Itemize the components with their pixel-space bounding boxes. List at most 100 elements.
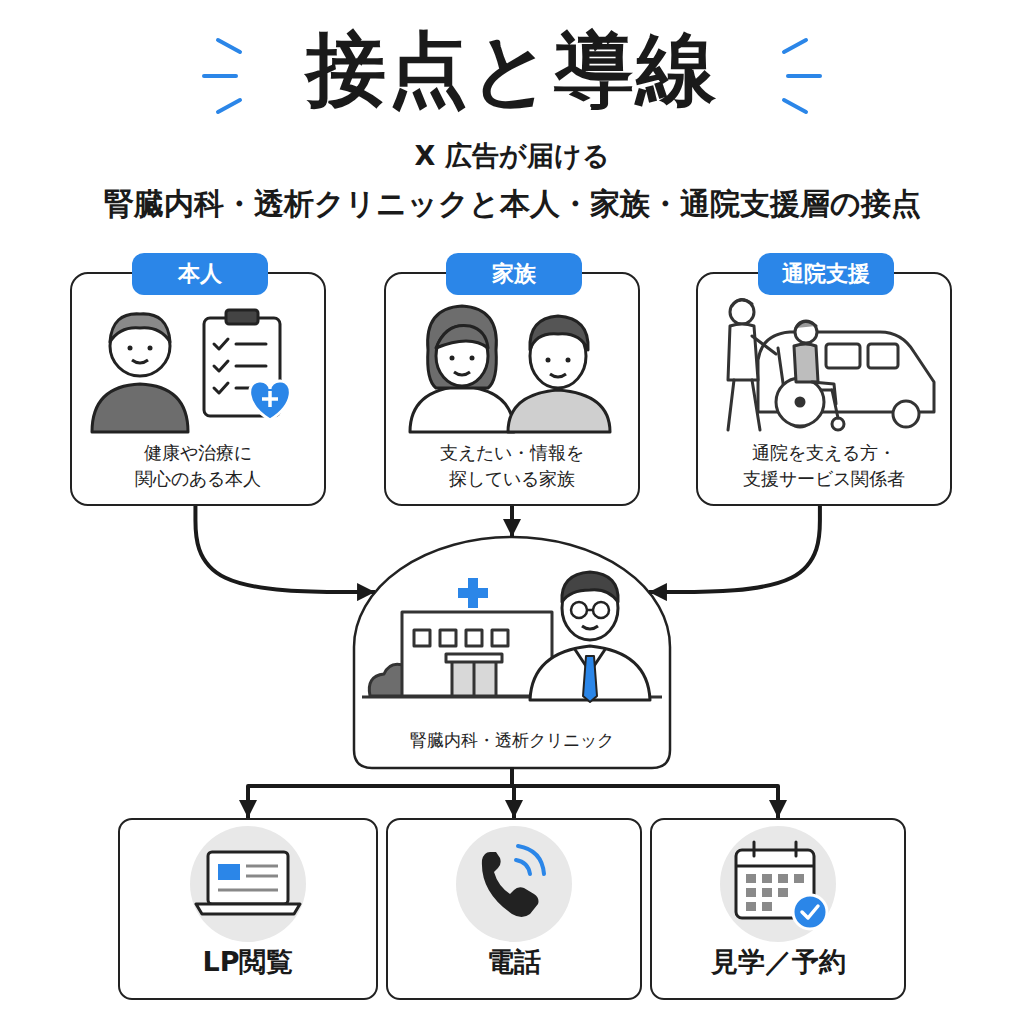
family-figure (410, 306, 610, 432)
phone-icon (482, 846, 544, 917)
role-tag: 本人 (132, 253, 268, 295)
doctor-figure (582, 626, 598, 629)
caregiver-figure (730, 300, 754, 324)
caregiver-figure (728, 380, 734, 430)
flow-arrow (649, 506, 820, 592)
van-illustration (868, 344, 898, 368)
calendar-icon (736, 842, 827, 929)
clipboard-icon (204, 318, 280, 416)
doctor-figure (593, 602, 609, 618)
wheelchair-figure (796, 398, 804, 406)
family-figure (436, 326, 488, 386)
subtitle-line: 腎臓内科・透析クリニックと本人・家族・通院支援層の接点 (0, 184, 1024, 223)
calendar-icon (795, 842, 798, 856)
laptop-icon (246, 865, 278, 868)
wheelchair-figure (794, 344, 818, 382)
doctor-figure (587, 609, 593, 612)
clipboard-icon (214, 383, 228, 393)
laptop-icon (218, 889, 278, 892)
action-box: LP閲覧 (118, 818, 378, 1000)
action-label: 見学／予約 (652, 944, 904, 979)
doctor-figure (583, 656, 597, 702)
calendar-icon (793, 895, 827, 929)
laptop-icon (208, 852, 288, 904)
heart-icon (250, 381, 291, 420)
title-tick (784, 40, 806, 52)
calendar-icon (736, 865, 814, 868)
laptop-icon (196, 852, 300, 914)
role-description: 支えたい・情報を 探している家族 (386, 440, 638, 492)
role-tag: 家族 (446, 253, 582, 295)
flow-arrow (510, 506, 514, 537)
wheelchair-figure (796, 321, 816, 328)
clinic-building (446, 654, 502, 662)
family-figure (550, 374, 566, 377)
laptop-icon (196, 904, 300, 914)
clipboard-icon (226, 310, 258, 324)
phone-icon (516, 860, 530, 874)
calendar-icon (778, 888, 788, 897)
patient-figure (132, 360, 148, 363)
medical-cross (458, 588, 488, 598)
family-figure (530, 316, 588, 350)
wheelchair-figure (776, 378, 824, 426)
clinic-name: 腎臓内科・透析クリニック (352, 729, 672, 751)
calendar-icon (746, 888, 756, 897)
doctor-figure (562, 572, 618, 602)
diagram-title: 接点と導線 (0, 22, 1024, 118)
family-figure (436, 325, 488, 348)
clinic-building (440, 630, 456, 646)
icon-circle (456, 826, 572, 942)
family-figure (546, 358, 551, 363)
calendar-icon (753, 842, 756, 856)
flow-arrow (512, 768, 514, 818)
van-illustration (758, 332, 934, 427)
clinic-building (466, 630, 482, 646)
clipboard-icon (214, 339, 228, 349)
title-tick (218, 40, 240, 52)
title-tick (784, 100, 806, 112)
clinic-building (402, 612, 552, 696)
clipboard-icon (236, 343, 266, 346)
calendar-icon (762, 888, 772, 897)
calendar-icon (746, 874, 756, 883)
clinic-building (452, 660, 496, 696)
family-figure (410, 386, 514, 432)
doctor-figure (571, 602, 587, 618)
audience-card: 本人健康や治療に 関心のある本人 (70, 272, 326, 506)
role-description: 通院を支える方・ 支援サービス関係者 (698, 440, 950, 492)
patient-figure (148, 346, 153, 351)
calendar-icon (762, 874, 772, 883)
action-box: 見学／予約 (650, 818, 906, 1000)
family-figure (566, 358, 571, 363)
action-box: 電話 (386, 818, 642, 1000)
clinic-node: 腎臓内科・透析クリニック (352, 535, 672, 770)
van-illustration (893, 401, 919, 427)
title-tick (788, 74, 820, 78)
wheelchair-figure (795, 321, 817, 343)
phone-icon (482, 852, 539, 917)
van-illustration (826, 344, 860, 368)
clinic-building (414, 630, 430, 646)
clipboard-icon (236, 387, 250, 390)
clinic-building (473, 660, 476, 696)
phone-icon (518, 846, 544, 874)
patient-figure (110, 314, 170, 342)
wheelchair-figure (812, 382, 836, 404)
doctor-figure (530, 572, 650, 702)
icon-circle (190, 826, 306, 942)
clipboard-icon (236, 365, 266, 368)
calendar-icon (802, 906, 818, 918)
family-figure (454, 372, 470, 375)
wheelchair-figure (776, 321, 844, 430)
family-figure (428, 306, 497, 388)
flow-arrow (248, 768, 512, 818)
title-tick (204, 74, 236, 78)
patient-figure (92, 384, 188, 432)
role-description: 健康や治療に 関心のある本人 (72, 440, 324, 492)
calendar-icon (778, 874, 788, 883)
clipboard-icon (204, 310, 280, 416)
role-tag: 通院支援 (758, 253, 894, 295)
medical-cross (458, 578, 488, 608)
heart-icon (262, 397, 278, 401)
